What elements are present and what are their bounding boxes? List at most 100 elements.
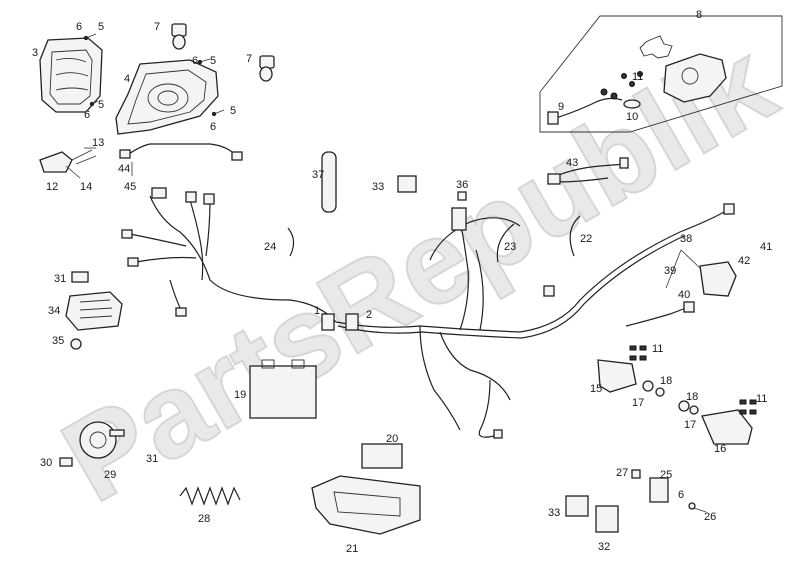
callout-14: 14 (80, 181, 92, 193)
connector-20 (361, 443, 403, 469)
battery-tray-21 (311, 475, 421, 535)
callout-28: 28 (198, 513, 210, 525)
callout-5d: 5 (230, 105, 236, 117)
leader-lines (65, 147, 701, 289)
callout-32: 32 (598, 541, 610, 553)
callout-36: 36 (456, 179, 468, 191)
callout-31b: 31 (146, 453, 158, 465)
callout-20: 20 (386, 433, 398, 445)
callout-18b: 18 (686, 391, 698, 403)
bulb-7-right (259, 55, 275, 82)
plate-31-left (71, 271, 89, 283)
callout-35: 35 (52, 335, 64, 347)
cable-40 (625, 301, 695, 327)
callout-37: 37 (312, 169, 324, 181)
callout-5b: 5 (98, 99, 104, 111)
callout-6c: 6 (192, 55, 198, 67)
cable-44 (119, 143, 243, 161)
callout-3: 3 (32, 47, 38, 59)
main-harness (321, 203, 735, 439)
screw-30 (59, 457, 73, 467)
callout-38: 38 (680, 233, 692, 245)
callout-10: 10 (626, 111, 638, 123)
callout-43: 43 (566, 157, 578, 169)
callout-6a: 6 (76, 21, 82, 33)
callout-12: 12 (46, 181, 58, 193)
callout-11b: 11 (652, 343, 663, 355)
callout-42: 42 (738, 255, 750, 267)
callout-11a: 11 (632, 71, 643, 83)
cable-clip-24 (287, 227, 295, 257)
headlight-housing-3 (39, 37, 103, 113)
switch-25 (649, 477, 669, 503)
cable-clip-22 (569, 215, 581, 257)
spring-28 (179, 486, 241, 506)
callout-27: 27 (616, 467, 628, 479)
callout-24: 24 (264, 241, 276, 253)
callout-29: 29 (104, 469, 116, 481)
callout-5c: 5 (210, 55, 216, 67)
callout-9: 9 (558, 101, 564, 113)
callout-34: 34 (48, 305, 60, 317)
callout-23: 23 (504, 241, 516, 253)
callout-7b: 7 (246, 53, 252, 65)
indicator-lens-12 (39, 149, 97, 173)
callout-13: 13 (92, 137, 104, 149)
callout-6b: 6 (84, 109, 90, 121)
relay-32 (595, 505, 619, 533)
callout-6d: 6 (210, 121, 216, 133)
indicator-15 (597, 359, 637, 393)
callout-15: 15 (590, 383, 602, 395)
connector-43 (547, 157, 629, 185)
callout-4: 4 (124, 73, 130, 85)
fuse-36 (457, 191, 467, 201)
relay-33-bottom (565, 495, 589, 517)
callout-labels: 1 2 3 4 5 5 5 5 6 6 6 6 6 7 7 8 9 10 11 … (32, 9, 772, 555)
callout-33a: 33 (372, 181, 384, 193)
callout-2: 2 (366, 309, 372, 321)
relay-33-top (397, 175, 417, 193)
front-harness (121, 187, 337, 323)
bulbs-11 (629, 345, 757, 415)
callout-21: 21 (346, 543, 358, 555)
taillight-38 (699, 261, 737, 297)
bracket-37 (321, 151, 337, 213)
callout-17a: 17 (632, 397, 644, 409)
callout-19: 19 (234, 389, 246, 401)
cable-clip-23 (496, 223, 515, 263)
callout-7a: 7 (154, 21, 160, 33)
callout-41: 41 (760, 241, 772, 253)
callout-26: 26 (704, 511, 716, 523)
washers-17-18 (642, 380, 699, 415)
callout-18a: 18 (660, 375, 672, 387)
callout-39: 39 (664, 265, 676, 277)
callout-5a: 5 (98, 21, 104, 33)
callout-11c: 11 (756, 393, 767, 405)
callout-16: 16 (714, 443, 726, 455)
regulator-34 (65, 291, 123, 331)
clip-27 (631, 469, 641, 479)
bulb-7-left (171, 23, 187, 50)
callout-22: 22 (580, 233, 592, 245)
callout-31a: 31 (54, 273, 66, 285)
callout-44: 44 (118, 163, 130, 175)
screw-26 (688, 502, 707, 513)
instrument-panel-8 (539, 15, 783, 133)
callout-33b: 33 (548, 507, 560, 519)
callout-45: 45 (124, 181, 136, 193)
callout-6e: 6 (678, 489, 684, 501)
callout-25: 25 (660, 469, 672, 481)
headlight-lens-4 (115, 59, 219, 135)
screw-35 (70, 338, 82, 350)
callout-1: 1 (314, 305, 320, 317)
screws-5-6 (83, 33, 225, 117)
callout-30: 30 (40, 457, 52, 469)
callout-17b: 17 (684, 419, 696, 431)
horn-29 (79, 421, 125, 459)
callout-40: 40 (678, 289, 690, 301)
indicator-16 (701, 409, 753, 445)
battery-19 (249, 359, 317, 419)
callout-8: 8 (696, 9, 702, 21)
